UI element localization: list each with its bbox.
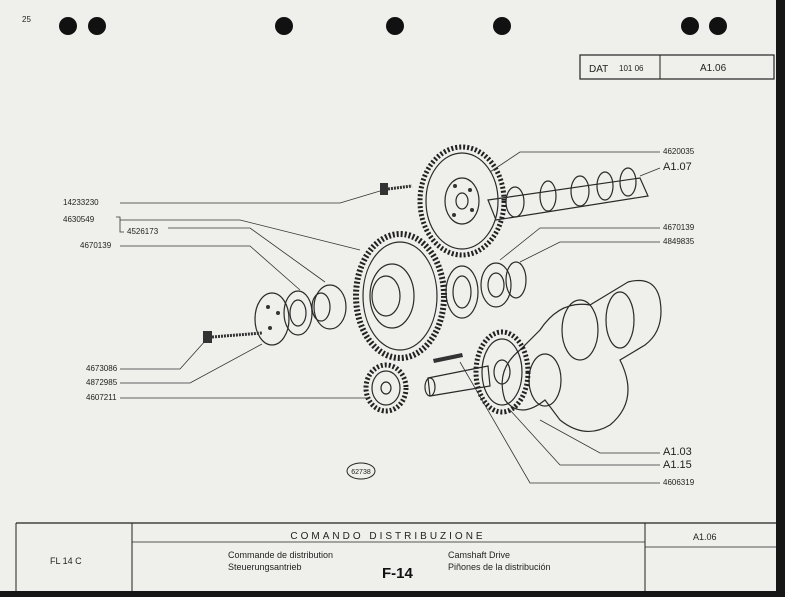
dat-value: 101 06 xyxy=(619,64,644,73)
binder-hole xyxy=(493,17,511,35)
ref-label: A1.15 xyxy=(663,459,692,471)
binder-hole xyxy=(275,17,293,35)
part-label: 4872985 xyxy=(86,378,118,387)
bolt-left xyxy=(203,331,263,343)
part-label: 14233230 xyxy=(63,198,99,207)
idler-gear xyxy=(353,231,447,361)
crank-gear xyxy=(473,329,531,415)
figure-reference: 62738 xyxy=(346,462,376,480)
page-code: F-14 xyxy=(382,565,414,582)
bolt-top xyxy=(380,183,413,195)
part-label: 4620035 xyxy=(663,147,695,156)
header-box: DAT 101 06 A1.06 xyxy=(579,54,775,80)
title-italian: COMANDO DISTRIBUZIONE xyxy=(290,531,485,542)
binder-hole xyxy=(709,17,727,35)
crankshaft xyxy=(501,279,662,432)
title-english: Camshaft Drive xyxy=(448,550,510,560)
thrust-ring xyxy=(283,290,313,336)
hub-plate xyxy=(254,292,290,346)
title-block: FL 14 C COMANDO DISTRIBUZIONE Commande d… xyxy=(15,522,776,591)
spacer xyxy=(311,284,347,330)
part-labels: 4620035 A1.07 14233230 4630549 4526173 4… xyxy=(63,147,695,487)
bearing-rings xyxy=(445,261,527,319)
camshaft-gear xyxy=(417,144,507,258)
scan-border-right xyxy=(776,0,785,597)
title-french: Commande de distribution xyxy=(228,550,333,560)
model-label: FL 14 C xyxy=(50,556,82,566)
catalog-sheet xyxy=(0,0,776,591)
binder-hole xyxy=(59,17,77,35)
part-label: 4849835 xyxy=(663,237,695,246)
binder-hole xyxy=(88,17,106,35)
figure-ref: 62738 xyxy=(351,469,371,476)
dat-label: DAT xyxy=(589,64,608,75)
leader-lines xyxy=(116,151,661,484)
part-label: 4607211 xyxy=(86,393,117,402)
part-label: 4526173 xyxy=(127,227,159,236)
part-label: 4670139 xyxy=(80,241,112,250)
title-section-code: A1.06 xyxy=(693,532,717,542)
title-spanish: Piñones de la distribución xyxy=(448,562,551,572)
part-label: 4670139 xyxy=(663,223,695,232)
corner-mark: 25 xyxy=(22,15,31,24)
section-code: A1.06 xyxy=(700,63,727,74)
part-label: 4673086 xyxy=(86,364,118,373)
small-gear xyxy=(363,362,409,414)
ref-label: A1.03 xyxy=(663,446,692,458)
binder-hole xyxy=(681,17,699,35)
ref-label: A1.07 xyxy=(663,161,692,173)
title-german: Steuerungsantrieb xyxy=(228,562,302,572)
crank-nose xyxy=(424,353,491,397)
binder-hole xyxy=(386,17,404,35)
part-label: 4630549 xyxy=(63,215,95,224)
binder-holes xyxy=(59,17,727,35)
camshaft xyxy=(487,167,649,221)
part-label: 4606319 xyxy=(663,478,695,487)
scan-border-bottom xyxy=(0,591,785,597)
